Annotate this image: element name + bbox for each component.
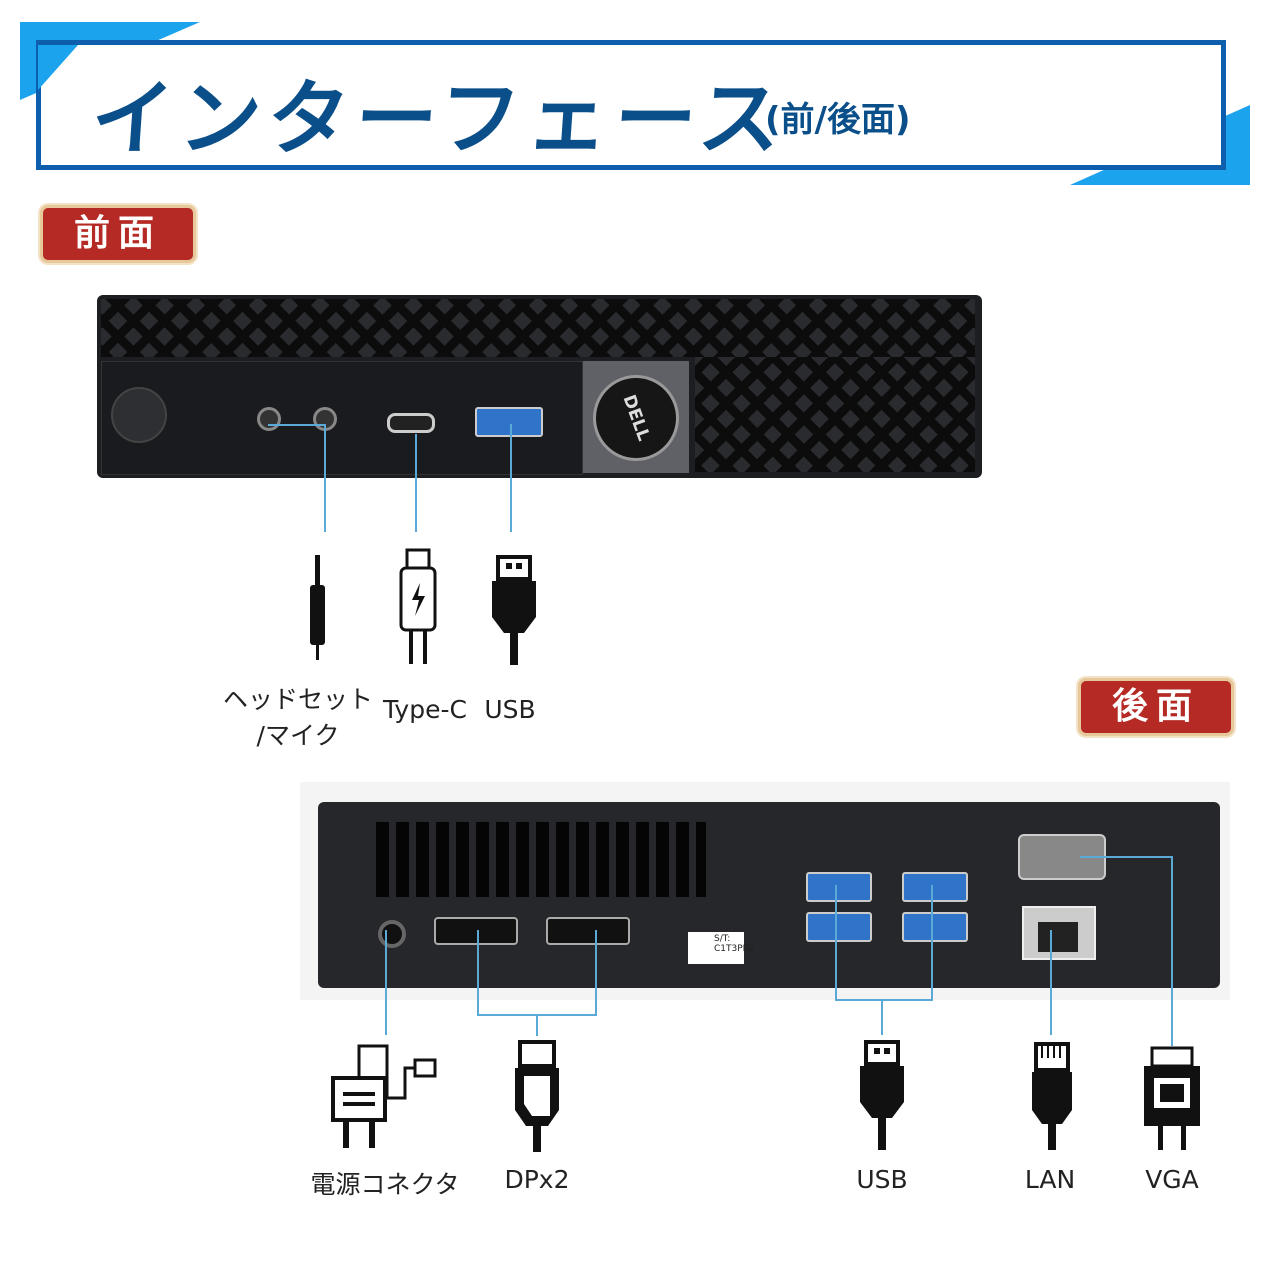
headset-label-line2: /マイク [256,721,340,750]
callout-line [536,1014,538,1036]
callout-line [595,930,597,1015]
vga-label: VGA [1145,1165,1199,1194]
power-plug-icon [331,1044,437,1148]
lan-label: LAN [1024,1165,1076,1194]
power-button [111,387,167,443]
power-connector-port [378,920,406,948]
headset-label: ヘッドセット/マイク [220,680,376,752]
vent-grille [695,357,975,472]
power-label: 電源コネクタ [310,1170,460,1199]
serial-label: S/T: [714,934,731,944]
displayport-1 [434,917,518,945]
rear-usb-label: USB [856,1165,908,1194]
typec-label: Type-C [383,695,467,724]
lan-port [1022,906,1096,960]
typec-plug-icon [399,548,437,664]
callout-line [835,885,837,1000]
serial-sticker: S/T:C1T3PR2 [688,932,755,964]
callout-line [477,930,479,1015]
callout-line [268,424,326,426]
displayport-plug-icon [515,1040,559,1152]
front-badge: 前面 [40,205,196,263]
callout-line [510,424,512,532]
rear-usb-port [902,872,968,902]
usb-label: USB [484,695,536,724]
headset-label-line1: ヘッドセット [222,685,373,714]
usb-port [475,407,543,437]
rear-badge: 後面 [1078,678,1234,736]
usb-plug-icon [860,1040,904,1150]
page-title: インターフェース [88,72,790,167]
rear-usb-port [806,912,872,942]
title-frame [36,40,1226,170]
callout-line [385,930,387,1035]
usb-plug-icon [492,555,536,665]
typec-port [387,413,435,433]
lan-plug-icon [1032,1042,1072,1150]
audio-jack-icon [310,555,325,660]
serial-value: C1T3PR2 [714,944,755,954]
headset-jack [257,407,281,431]
callout-line [324,424,326,532]
vga-plug-icon [1144,1046,1200,1150]
callout-line [1080,856,1172,858]
callout-line [415,434,417,532]
displayport-2 [546,917,630,945]
callout-line [931,885,933,1000]
accent-triangle [38,45,78,90]
callout-line [1171,856,1173,1046]
page-subtitle: (前/後面) [765,100,911,140]
dell-logo: DELL [580,362,692,474]
rear-usb-port [806,872,872,902]
dp-label: DPx2 [504,1165,570,1194]
logo-panel: DELL [580,361,692,474]
callout-line [835,999,933,1001]
rear-device-image: S/T:C1T3PR2 [318,802,1220,988]
vent-grille [101,299,975,357]
front-device-image: DELL [97,295,982,478]
rear-vent [376,822,706,897]
callout-line [881,999,883,1035]
rear-usb-port [902,912,968,942]
callout-line [1050,930,1052,1035]
